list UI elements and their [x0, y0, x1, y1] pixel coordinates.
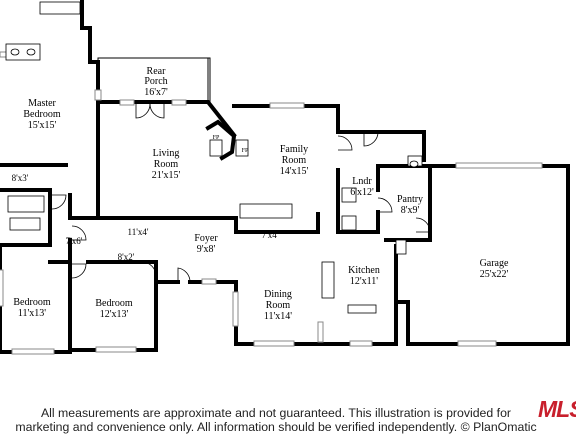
master-bedroom-label: Master: [28, 98, 56, 109]
disclaimer-line-1: All measurements are approximate and not…: [40, 406, 512, 420]
foyer-label: Foyer: [194, 233, 218, 244]
bar-7x4-label: 7'x4': [262, 230, 279, 240]
dining-room-label: Dining: [264, 289, 292, 300]
fireplace-left-label: FP: [213, 135, 220, 141]
fixtures: [5, 1, 423, 314]
rear-porch-label-2: Porch: [144, 76, 167, 87]
closet-8x2-label: 8'x2': [118, 252, 135, 262]
bedroom-1-dims: 11'x13': [18, 308, 46, 319]
foyer-dims: 9'x8': [197, 244, 216, 255]
laundry-dims: 6'x12': [350, 187, 374, 198]
master-bedroom-dims: 15'x15': [28, 120, 57, 131]
family-room-label-2: Room: [282, 155, 307, 166]
garage-label: Garage: [480, 258, 509, 269]
master-bedroom-label-2: Bedroom: [23, 109, 60, 120]
hall-7x6-label: 7'x6': [66, 236, 83, 246]
pantry-dims: 8'x9': [401, 205, 420, 216]
living-room-label: Living: [153, 148, 180, 159]
kitchen-label: Kitchen: [348, 265, 380, 276]
partitions: [0, 100, 432, 352]
disclaimer: All measurements are approximate and not…: [0, 406, 552, 434]
dining-room-dims: 11'x14': [264, 311, 292, 322]
fireplace-right-label: FP: [242, 148, 249, 154]
living-room-dims: 21'x15': [152, 170, 181, 181]
dining-room-label-2: Room: [266, 300, 291, 311]
bedroom-2-dims: 12'x13': [100, 309, 129, 320]
mls-logo: MLS: [538, 396, 576, 422]
bedroom-2-label: Bedroom: [95, 298, 132, 309]
bedroom-1-label: Bedroom: [13, 297, 50, 308]
pantry-label: Pantry: [397, 194, 423, 205]
family-room-label: Family: [280, 144, 308, 155]
kitchen-dims: 12'x11': [350, 276, 378, 287]
rear-porch-dims: 16'x7': [144, 87, 168, 98]
hall-11x4-label: 11'x4': [128, 227, 149, 237]
garage-dims: 25'x22': [480, 269, 509, 280]
room-labels: Master Bedroom 15'x15' Rear Porch 16'x7'…: [12, 66, 509, 322]
laundry-label: Lndr: [352, 176, 372, 187]
rear-porch-label: Rear: [147, 66, 167, 77]
closet-8x3-label: 8'x3': [12, 173, 29, 183]
rear-porch-outline: [94, 57, 211, 103]
disclaimer-line-2: marketing and convenience only. All info…: [15, 420, 537, 434]
living-room-label-2: Room: [154, 159, 179, 170]
family-room-dims: 14'x15': [280, 166, 309, 177]
doors: [51, 103, 431, 283]
